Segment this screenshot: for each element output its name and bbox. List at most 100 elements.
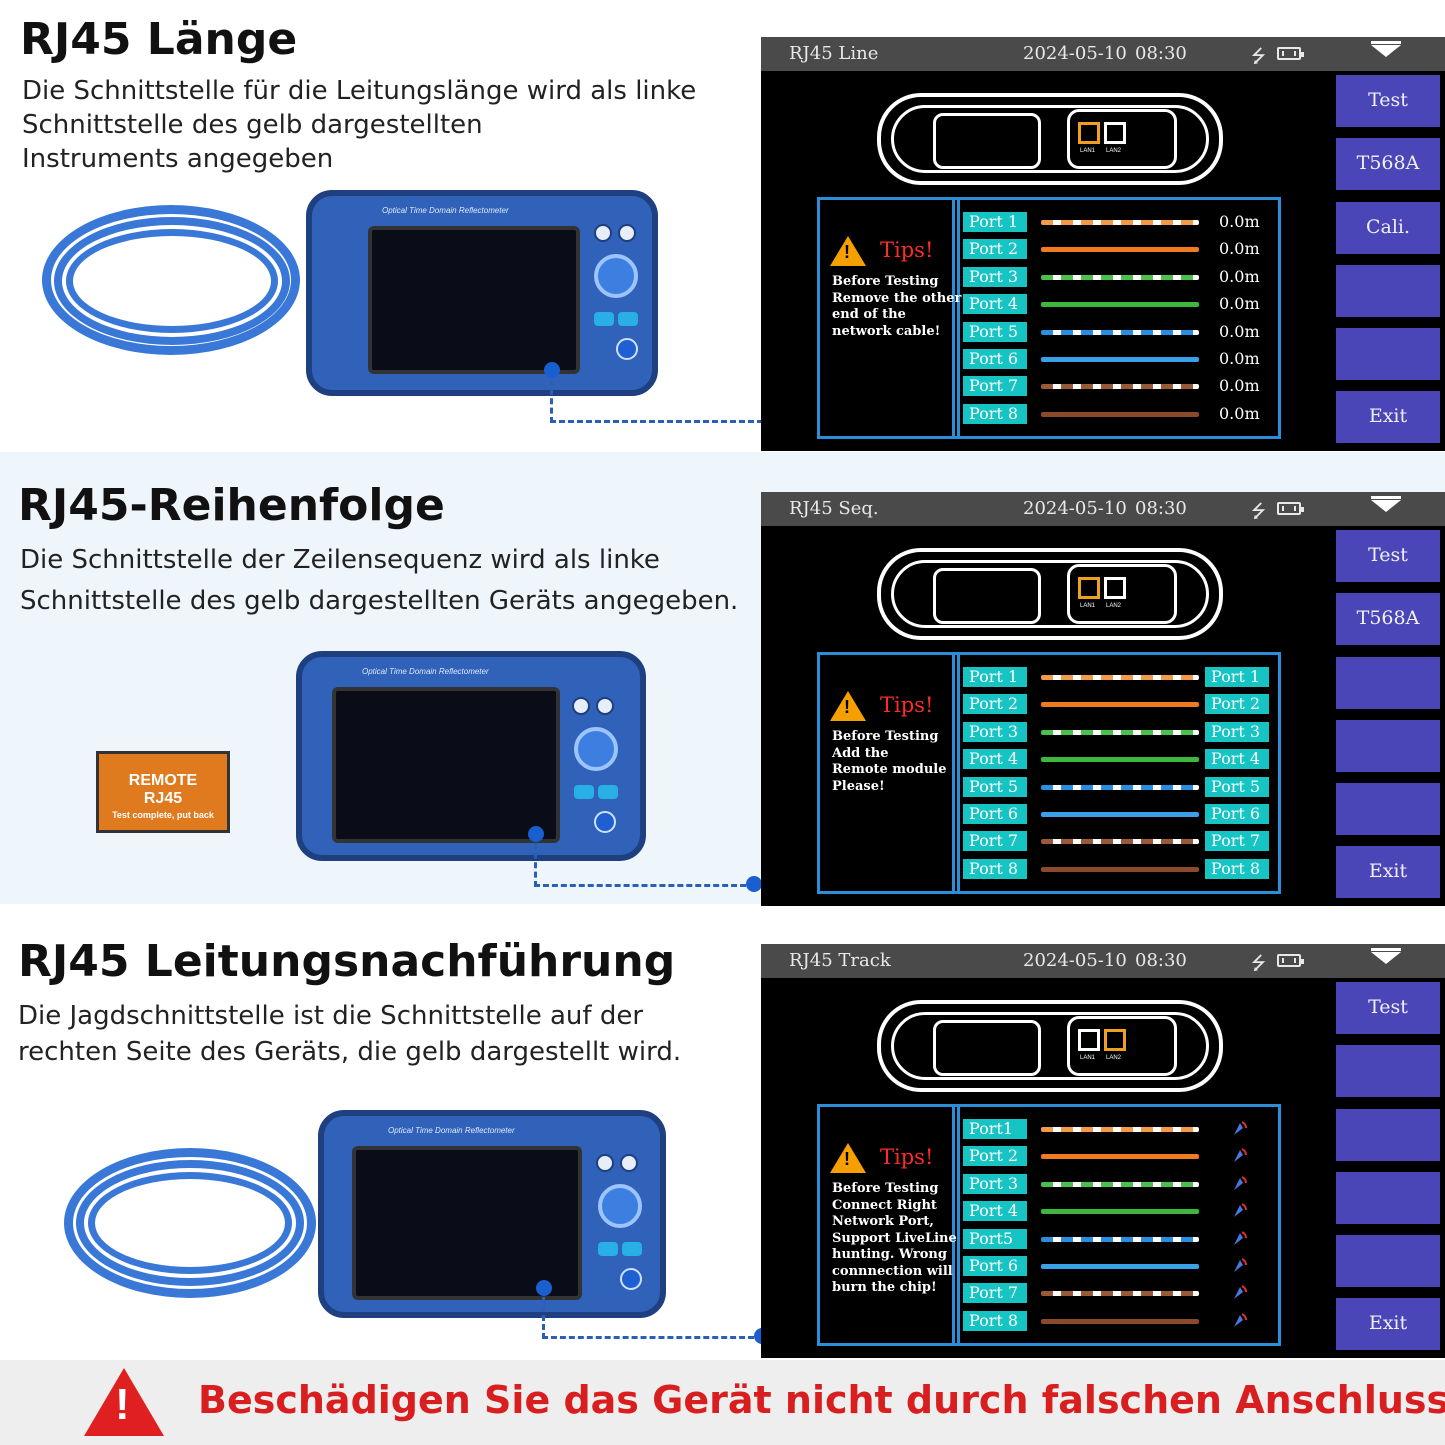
softkey-exit[interactable]: Exit <box>1336 1298 1440 1350</box>
device-label: Optical Time Domain Reflectometer <box>382 206 509 215</box>
softkey-empty[interactable] <box>1336 1172 1440 1224</box>
enter-button-icon <box>594 254 638 298</box>
lan-port-icon <box>1104 577 1126 599</box>
lan-port-icon <box>1078 122 1100 144</box>
lan-port-icon <box>1104 1029 1126 1051</box>
screen-title: RJ45 Track <box>789 950 891 971</box>
power-icon <box>594 811 616 833</box>
softkey-empty[interactable] <box>1336 265 1440 317</box>
section-heading: RJ45-Reihenfolge <box>18 480 445 531</box>
softkey-test[interactable]: Test <box>1336 530 1440 582</box>
port-label: Port 2 <box>963 1146 1027 1166</box>
softkey-test[interactable]: Test <box>1336 75 1440 127</box>
wire-line <box>1041 812 1199 817</box>
port-label: Port 1 <box>963 212 1027 232</box>
softkey-empty[interactable] <box>1336 1045 1440 1097</box>
tips-line: Before Testing <box>832 1181 939 1196</box>
tips-line: end of the <box>832 307 906 322</box>
status-time: 08:30 <box>1135 43 1187 64</box>
battery-icon <box>1277 502 1304 515</box>
wire-line <box>1041 1319 1199 1324</box>
fan-icon <box>572 697 590 715</box>
remote-port-label: Port 6 <box>1205 804 1269 824</box>
set-button-icon <box>594 312 614 326</box>
wire-line <box>1041 1209 1199 1214</box>
otdr-port-icon <box>933 568 1041 624</box>
set-button-icon <box>598 1242 618 1256</box>
device-body: Optical Time Domain Reflectometer <box>318 1110 666 1318</box>
tips-line: Before Testing <box>832 274 939 289</box>
softkey-exit[interactable]: Exit <box>1336 846 1440 898</box>
esc-button-icon <box>618 312 638 326</box>
lan-port-icon <box>1078 1029 1100 1051</box>
wire-line <box>1041 702 1199 707</box>
softkey-exit[interactable]: Exit <box>1336 391 1440 443</box>
dropdown-menu-icon[interactable] <box>1371 41 1401 57</box>
otdr-port-icon <box>933 113 1041 169</box>
tips-line: Support LiveLine <box>832 1230 957 1246</box>
desc-line: Schnittstelle des gelb dargestellten Ger… <box>20 586 739 616</box>
enter-button-icon <box>598 1184 642 1228</box>
remote-port-label: Port 3 <box>1205 722 1269 742</box>
softkey-empty[interactable] <box>1336 783 1440 835</box>
softkey-t568a[interactable]: T568A <box>1336 138 1440 190</box>
fan-icon <box>596 1154 614 1172</box>
softkey-empty[interactable] <box>1336 328 1440 380</box>
section-description: Die Jagdschnittstelle ist die Schnittste… <box>18 998 681 1070</box>
desc-line: Die Jagdschnittstelle ist die Schnittste… <box>18 1001 644 1031</box>
status-time: 08:30 <box>1135 498 1187 519</box>
screen-title: RJ45 Seq. <box>789 498 879 519</box>
status-date: 2024-05-10 <box>1023 498 1127 519</box>
device-body: Optical Time Domain Reflectometer <box>296 651 646 861</box>
cable-coil <box>54 217 290 345</box>
softkey-empty[interactable] <box>1336 720 1440 772</box>
port-label: Port 8 <box>963 859 1027 879</box>
warning-text: Beschädigen Sie das Gerät nicht durch fa… <box>198 1378 1445 1422</box>
device-screen <box>332 687 560 843</box>
port-label: Port 4 <box>963 749 1027 769</box>
section-heading: RJ45 Leitungsnachführung <box>18 936 676 987</box>
softkey-empty[interactable] <box>1336 1235 1440 1287</box>
wire-line <box>1041 785 1199 790</box>
softkey-t568a[interactable]: T568A <box>1336 593 1440 645</box>
wire-line <box>1041 384 1199 389</box>
port-label: Port 1 <box>963 667 1027 687</box>
wire-line <box>1041 1291 1199 1296</box>
remote-module-label: RJ45 <box>143 790 183 807</box>
power-icon <box>616 338 638 360</box>
port-label: Port 2 <box>963 239 1027 259</box>
softkey-cali[interactable]: Cali. <box>1336 202 1440 254</box>
wire-line <box>1041 302 1199 307</box>
tips-line: Remote module <box>832 762 947 777</box>
callout-dot <box>536 1280 552 1296</box>
tips-title: Tips! <box>880 238 934 262</box>
desc-line: Schnittstelle des gelb dargestellten <box>22 110 483 140</box>
port-label: Port 3 <box>963 267 1027 287</box>
length-value: 0.0m <box>1219 212 1260 231</box>
length-value: 0.0m <box>1219 404 1260 423</box>
port-label: Port 2 <box>963 694 1027 714</box>
length-value: 0.0m <box>1219 322 1260 341</box>
warning-icon <box>84 1368 164 1436</box>
desc-line: rechten Seite des Geräts, die gelb darge… <box>18 1037 682 1067</box>
product-photo: Optical Time Domain Reflectometer <box>60 1094 680 1324</box>
length-value: 0.0m <box>1219 349 1260 368</box>
product-photo: REMOTE RJ45 Test complete, put back Opti… <box>90 627 690 877</box>
softkey-empty[interactable] <box>1336 1109 1440 1161</box>
cable-coil <box>66 229 278 333</box>
port-label: Port 3 <box>963 1174 1027 1194</box>
softkey-empty[interactable] <box>1336 657 1440 709</box>
dropdown-menu-icon[interactable] <box>1371 496 1401 512</box>
dropdown-menu-icon[interactable] <box>1371 948 1401 964</box>
remote-port-label: Port 1 <box>1205 667 1269 687</box>
tips-line: Add the <box>832 745 889 761</box>
softkey-test[interactable]: Test <box>1336 982 1440 1034</box>
